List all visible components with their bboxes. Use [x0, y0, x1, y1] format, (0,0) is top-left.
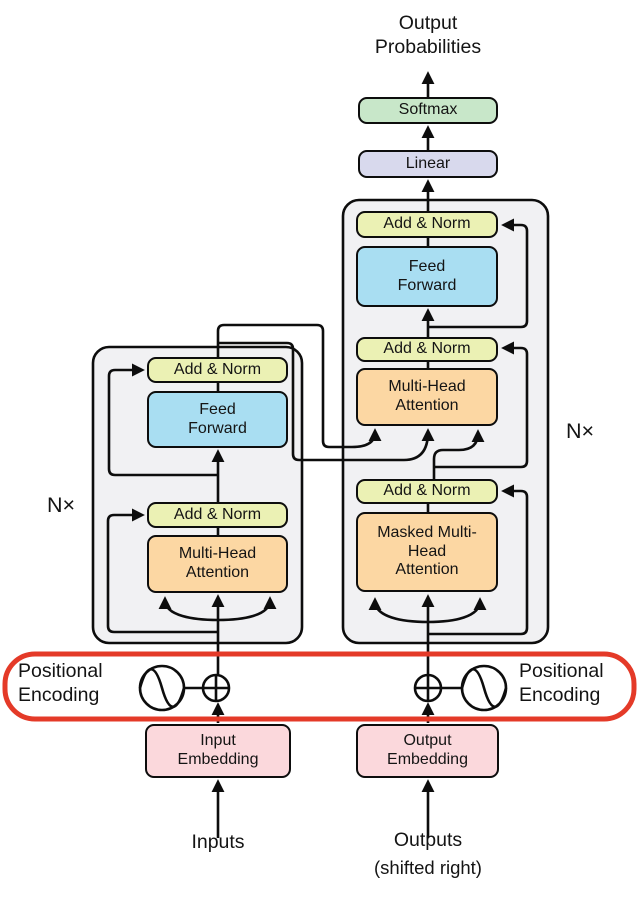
output-embedding-block: Output Embedding [356, 724, 499, 778]
decoder-add-norm-middle-block: Add & Norm [356, 337, 498, 362]
decoder-add-norm-top-block: Add & Norm [356, 211, 498, 238]
decoder-repeat-label: N× [565, 419, 595, 443]
encoder-add-norm-top-block: Add & Norm [147, 357, 288, 383]
encoder-self-attn-left-arrow [158, 596, 219, 622]
encoder-repeat-label: N× [46, 493, 76, 517]
decoder-query-arrow [432, 429, 485, 479]
decoder-residual-ff [428, 218, 529, 329]
connector-lines [106, 71, 529, 838]
encoder-feed-forward-block: Feed Forward [147, 391, 288, 448]
encoder-to-decoder-bridge-outer [216, 323, 382, 449]
plus-cross [203, 675, 229, 701]
linear-block: Linear [358, 150, 498, 178]
output-probabilities-label: Output Probabilities [374, 12, 482, 58]
positional-encoding-glyphs [138, 664, 508, 712]
sine-wave-curve [460, 667, 508, 709]
inputs-label: Inputs [191, 831, 245, 853]
encoder-to-decoder-bridge-inner [218, 341, 435, 462]
positional-encoding-label-left: Positional Encoding [18, 660, 103, 706]
plus-cross [415, 675, 441, 701]
sine-wave-curve [138, 667, 186, 709]
encoder-residual-lower [106, 508, 218, 634]
encoder-self-attn-right-arrow [217, 596, 277, 622]
encoder-add-norm-bottom-block: Add & Norm [147, 502, 288, 528]
decoder-residual-cross-attn [434, 341, 529, 469]
encoder-multi-head-attention-block: Multi-Head Attention [147, 535, 288, 593]
masked-attn-right-arrow [427, 597, 487, 624]
positional-encoding-label-right: Positional Encoding [519, 660, 604, 706]
input-embedding-block: Input Embedding [145, 724, 291, 778]
highlight-box [2, 651, 637, 722]
masked-multi-head-attention-block: Masked Multi-Head Attention [356, 512, 498, 592]
decoder-residual-masked-attn [428, 484, 529, 636]
outputs-label: Outputs [393, 829, 463, 851]
outputs-shifted-right-label: (shifted right) [374, 857, 482, 878]
decoder-feed-forward-block: Feed Forward [356, 246, 498, 307]
masked-attn-left-arrow [368, 597, 429, 624]
softmax-block: Softmax [358, 97, 498, 124]
decoder-add-norm-bottom-block: Add & Norm [356, 479, 498, 504]
decoder-multi-head-attention-block: Multi-Head Attention [356, 368, 498, 426]
encoder-residual-upper [107, 363, 218, 477]
